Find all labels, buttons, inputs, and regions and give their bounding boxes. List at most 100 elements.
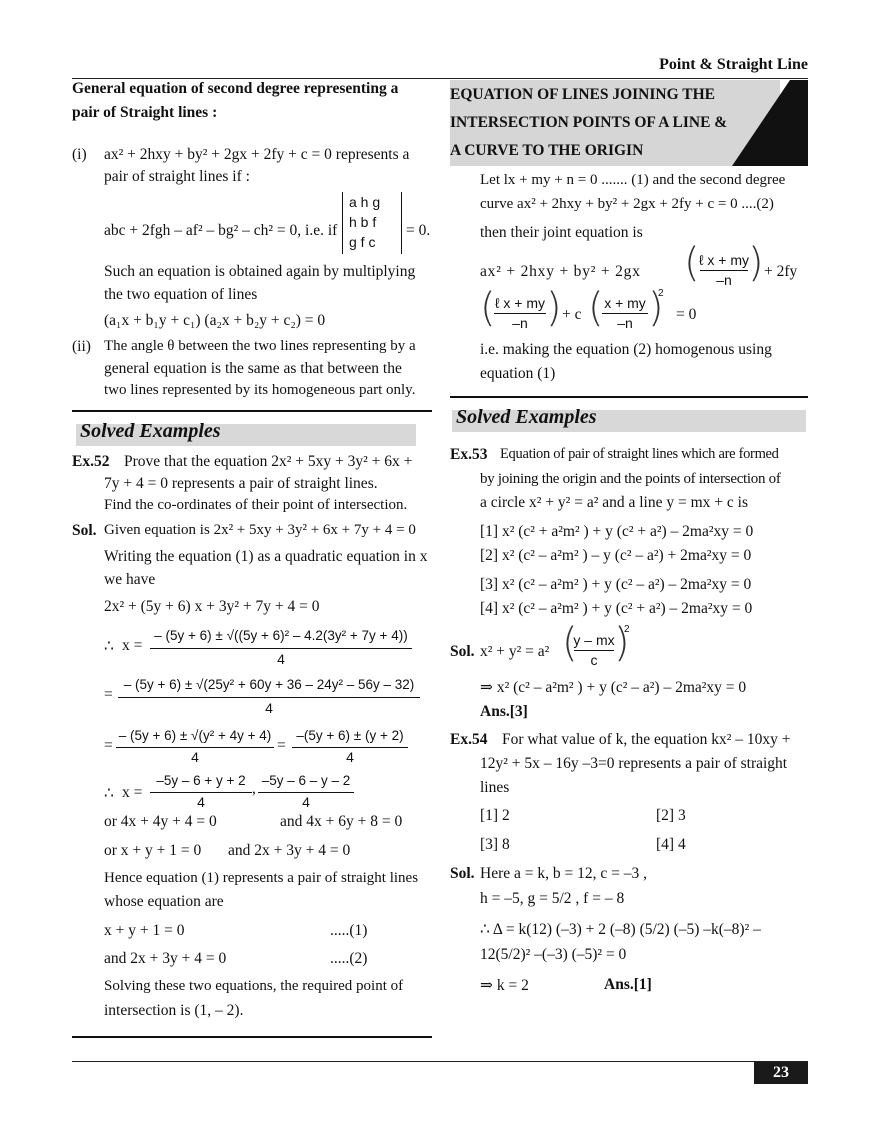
fraction1-numerator: – (5y + 6) ± √((5y + 6)² – 4.2(3y² + 7y … xyxy=(154,628,408,643)
let-line1: Let lx + my + n = 0 ....... (1) and the … xyxy=(480,172,786,188)
ex52-line3: Find the co-ordinates of their point of … xyxy=(104,497,408,513)
joint-fraction2-bar xyxy=(494,313,546,314)
det-row-1: a h g xyxy=(349,194,381,210)
paren-left-4: ( xyxy=(562,620,578,666)
left-column-end-rule xyxy=(72,1036,432,1038)
fraction6-denominator: 4 xyxy=(302,794,310,810)
fraction1-denominator: 4 xyxy=(277,651,285,667)
ex52-line1: Prove that the equation 2x² + 5xy + 3y² … xyxy=(124,453,413,470)
section-heading-line2: pair of Straight lines : xyxy=(72,104,218,121)
sol54-label: Sol. xyxy=(450,865,475,882)
joint-eq-part-d: = 0 xyxy=(676,306,697,323)
square-exponent: 2 xyxy=(658,288,664,299)
item-i-line1: ax² + 2hxy + by² + 2gx + 2fy + c = 0 rep… xyxy=(104,146,410,163)
equation1: x + y + 1 = 0 xyxy=(104,922,185,939)
fraction4-bar xyxy=(292,747,408,748)
banner-corner-triangle xyxy=(732,80,808,166)
ex54-line2: 12y² + 5x – 16y –3=0 represents a pair o… xyxy=(480,755,788,772)
solved-examples-bar-right xyxy=(452,410,806,432)
ex54-line3: lines xyxy=(480,779,510,796)
joint-fraction3-denominator: –n xyxy=(617,315,633,331)
equals-sign-3: = xyxy=(104,737,113,754)
fraction3-denominator: 4 xyxy=(191,749,199,765)
equals-sign-4: = xyxy=(277,737,286,754)
sol53-fraction-numerator: y – mx xyxy=(573,632,615,648)
joint-fraction3-bar xyxy=(602,313,648,314)
sol54-line4: 12(5/2)² –(–3) (–5)² = 0 xyxy=(480,946,627,963)
ex53-option2: [2] x² (c² – a²m² ) – y (c² – a²) + 2ma²… xyxy=(480,547,752,564)
det-row-2: h b f xyxy=(349,214,377,230)
ex54-option3: [3] 8 xyxy=(480,836,510,853)
sol-line1: Given equation is 2x² + 5xy + 3y² + 6x +… xyxy=(104,522,416,538)
sol54-line5: ⇒ k = 2 xyxy=(480,977,529,994)
item-i-line2: pair of straight lines if : xyxy=(104,168,250,185)
ex53-option4: [4] x² (c² – a²m² ) + y (c² + a²) – 2ma²… xyxy=(480,600,753,617)
ex54-label: Ex.54 xyxy=(450,731,488,748)
let-line2: curve ax² + 2hxy + by² + 2gx + 2fy + c =… xyxy=(480,196,774,212)
ex54-line1: For what value of k, the equation kx² – … xyxy=(502,731,791,748)
ex54-option4: [4] 4 xyxy=(656,836,686,853)
ie-line1: i.e. making the equation (2) homogenous … xyxy=(480,341,772,358)
ex53-line2: by joining the origin and the points of … xyxy=(480,471,781,487)
determinant-equals: = 0. xyxy=(406,222,431,239)
or-line1a: or 4x + 4y + 4 = 0 xyxy=(104,813,217,830)
fraction6-numerator: –5y – 6 – y – 2 xyxy=(261,773,351,788)
ans53: Ans.[3] xyxy=(480,703,528,720)
item-label-i: (i) xyxy=(72,146,87,163)
ex53-option3: [3] x² (c² – a²m² ) + y (c² – a²) – 2ma²… xyxy=(480,576,752,593)
fraction6-bar xyxy=(258,792,354,793)
or-line2a: or x + y + 1 = 0 xyxy=(104,842,202,859)
or-line1b: and 4x + 6y + 8 = 0 xyxy=(280,813,403,830)
fraction5-bar xyxy=(150,792,252,793)
equation2: and 2x + 3y + 4 = 0 xyxy=(104,950,227,967)
fraction4-denominator: 4 xyxy=(346,749,354,765)
sol54-line1: Here a = k, b = 12, c = –3 , xyxy=(480,865,647,882)
fraction2-numerator: – (5y + 6) ± √(25y² + 60y + 36 – 24y² – … xyxy=(123,677,415,692)
ex52-label: Ex.52 xyxy=(72,453,110,470)
page-number: 23 xyxy=(754,1062,808,1084)
item-ii-line1: The angle θ between the two lines repres… xyxy=(104,338,416,354)
solve-line2: intersection is (1, – 2). xyxy=(104,1002,244,1019)
banner-line1: EQUATION OF LINES JOINING THE xyxy=(450,86,715,103)
section-rule xyxy=(72,410,432,412)
fraction5-numerator: –5y – 6 + y + 2 xyxy=(156,773,246,788)
ex53-line3: a circle x² + y² = a² and a line y = mx … xyxy=(480,494,748,511)
fraction1-bar xyxy=(150,648,412,649)
paren-right-3: ) xyxy=(648,285,664,331)
sol53-fraction-denominator: c xyxy=(590,652,598,668)
ie-line2: equation (1) xyxy=(480,365,556,382)
running-header: Point & Straight Line xyxy=(659,56,808,73)
ex53-option1: [1] x² (c² + a²m² ) + y (c² + a²) – 2ma²… xyxy=(480,523,754,540)
therefore-symbol: ∴ xyxy=(104,638,114,655)
equation2-tag: .....(2) xyxy=(330,950,368,967)
fraction3-bar xyxy=(116,747,274,748)
item-ii-line3: two lines represented by its homogeneous… xyxy=(104,382,416,398)
fraction4-numerator: –(5y + 6) ± (y + 2) xyxy=(296,728,404,743)
ans54: Ans.[1] xyxy=(604,976,652,993)
equals-sign-2: = xyxy=(104,686,113,703)
sol53-line2: ⇒ x² (c² – a²m² ) + y (c² – a²) – 2ma²xy… xyxy=(480,679,747,696)
item-ii-line2: general equation is the same as that bet… xyxy=(104,360,402,377)
joint-fraction1-numerator: ℓ x + my xyxy=(698,252,750,268)
banner-line2: INTERSECTION POINTS OF A LINE & xyxy=(450,114,728,131)
right-section-rule xyxy=(450,396,808,398)
joint-eq-part-c: + c xyxy=(562,306,582,323)
paren-right-2: ) xyxy=(546,285,562,331)
x-equals-2: x = xyxy=(122,784,143,801)
footer-rule xyxy=(72,1061,808,1062)
ex54-option1: [1] 2 xyxy=(480,807,510,824)
x-equals: x = xyxy=(122,637,143,654)
section-banner xyxy=(450,80,780,166)
joint-fraction2-denominator: –n xyxy=(512,315,528,331)
product-equation: (a₁x + b₁y + c₁) (a₂x + b₂y + c₂) = 0 xyxy=(104,312,326,329)
or-line2b: and 2x + 3y + 4 = 0 xyxy=(228,842,351,859)
solved-examples-bar xyxy=(76,424,416,446)
such-line1: Such an equation is obtained again by mu… xyxy=(104,263,416,280)
banner-line3: A CURVE TO THE ORIGIN xyxy=(450,142,644,159)
sol-label: Sol. xyxy=(72,522,97,539)
therefore-symbol-2: ∴ xyxy=(104,785,114,802)
joint-fraction2-numerator: ℓ x + my xyxy=(494,295,546,311)
sol53-label: Sol. xyxy=(450,643,475,660)
paren-left-2: ( xyxy=(480,285,496,331)
comma: , xyxy=(252,780,256,797)
